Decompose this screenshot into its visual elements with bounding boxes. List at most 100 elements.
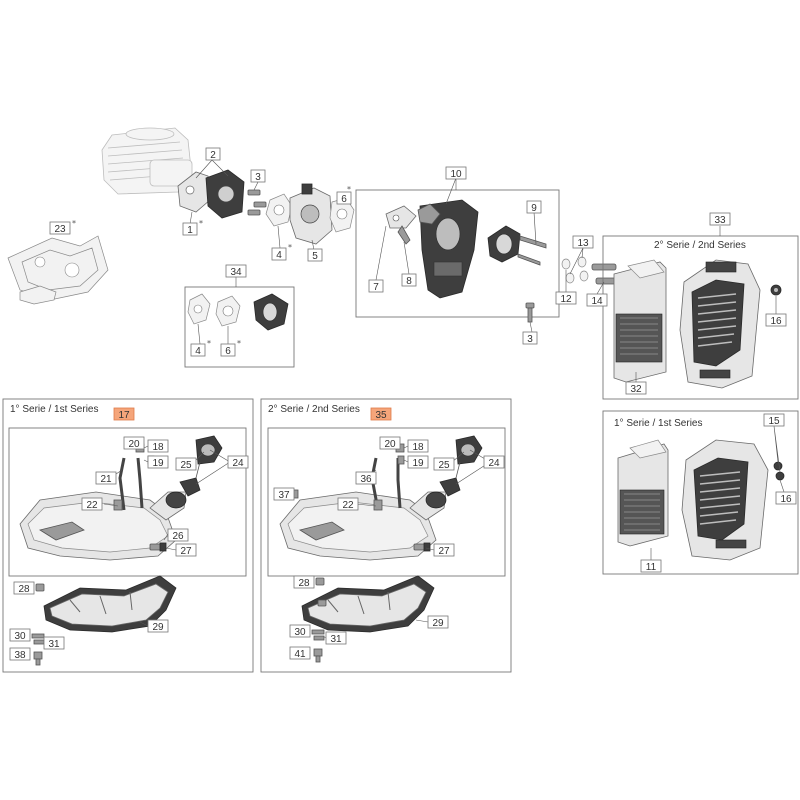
callout-31-second: 31 xyxy=(330,634,342,645)
small-parts-first xyxy=(31,583,45,666)
callout-27-first: 27 xyxy=(180,546,192,557)
series-title-first-cover: 1° Serie / 1st Series xyxy=(614,418,702,429)
callout-15: 15 xyxy=(768,416,780,427)
callout-16-lower: 16 xyxy=(780,494,792,505)
asterisk-6-lower: * xyxy=(237,339,241,348)
callout-11: 11 xyxy=(646,562,657,573)
callout-21: 21 xyxy=(100,474,112,485)
callout-37: 37 xyxy=(278,490,290,501)
group-frame-17 xyxy=(8,427,247,577)
washers-and-bolts xyxy=(561,256,619,285)
callout-41: 41 xyxy=(294,649,306,660)
callout-2: 2 xyxy=(210,150,216,161)
callout-31-first: 31 xyxy=(48,639,60,650)
callout-28-second: 28 xyxy=(298,578,310,589)
callout-5: 5 xyxy=(312,251,318,262)
muffler-35 xyxy=(279,491,447,561)
group-frame-34 xyxy=(184,286,295,368)
callout-22-second: 22 xyxy=(342,500,354,511)
air-filter-11 xyxy=(617,439,669,547)
choke-lever xyxy=(385,205,417,245)
callout-7: 7 xyxy=(373,282,379,293)
callout-6-lower: 6 xyxy=(225,346,231,357)
callout-25-first: 25 xyxy=(180,460,192,471)
callout-12: 12 xyxy=(560,294,572,305)
intake-flange xyxy=(177,169,245,219)
filter-cover-33 xyxy=(679,259,761,389)
filter-seal xyxy=(487,225,547,266)
asterisk-23: * xyxy=(72,219,76,228)
callout-36: 36 xyxy=(360,474,372,485)
group-frame-10 xyxy=(355,189,560,318)
group-frame-33 xyxy=(602,235,799,400)
engine-cylinder-ghost xyxy=(101,127,193,195)
series-title-first-muffler: 1° Serie / 1st Series xyxy=(10,404,98,415)
callout-27-second: 27 xyxy=(438,546,450,557)
callout-9: 9 xyxy=(531,203,537,214)
spark-arrestor-second xyxy=(439,435,483,497)
leader-lines xyxy=(43,159,785,644)
callout-38: 38 xyxy=(14,650,26,661)
spark-arrestor-first xyxy=(179,435,223,497)
callout-8: 8 xyxy=(406,276,412,287)
screw-set-3 xyxy=(247,189,267,216)
callout-4-lower: 4 xyxy=(195,346,201,357)
knob-16-top xyxy=(770,284,782,296)
callout-18-first: 18 xyxy=(152,442,164,453)
group-frame-first-series-muffler xyxy=(2,398,254,673)
callout-32: 32 xyxy=(630,384,642,395)
callout-1: 1 xyxy=(187,225,193,236)
series-title-second-cover: 2° Serie / 2nd Series xyxy=(654,240,746,251)
callout-labels: 2 1 * 3 4 * 5 6 * 23 * 10 9 7 8 3 34 4 *… xyxy=(9,147,797,661)
callout-19-second: 19 xyxy=(412,458,424,469)
callout-33: 33 xyxy=(714,215,726,226)
callout-4-top: 4 xyxy=(276,250,282,261)
callout-14: 14 xyxy=(591,296,603,307)
callout-29-first: 29 xyxy=(152,622,164,633)
callout-26: 26 xyxy=(172,531,184,542)
callout-23: 23 xyxy=(54,224,66,235)
air-filter-32 xyxy=(613,259,667,383)
muffler-guard-first xyxy=(43,575,177,633)
muffler-17 xyxy=(19,491,187,561)
callout-25-second: 25 xyxy=(438,460,450,471)
small-parts-second xyxy=(311,577,327,663)
callout-20-second: 20 xyxy=(384,439,396,450)
callout-13: 13 xyxy=(577,238,589,249)
asterisk-4-lower: * xyxy=(207,339,211,348)
callout-30-second: 30 xyxy=(294,627,306,638)
callout-29-second: 29 xyxy=(432,618,444,629)
callout-17: 17 xyxy=(118,410,130,421)
asterisk-1: * xyxy=(199,219,203,228)
callout-28-first: 28 xyxy=(18,584,30,595)
series-title-second-muffler: 2° Serie / 2nd Series xyxy=(268,404,360,415)
screw-27-first xyxy=(149,542,167,552)
callout-16-top: 16 xyxy=(770,316,782,327)
callout-24-first: 24 xyxy=(232,458,244,469)
gasket-kit-34 xyxy=(187,293,289,331)
callout-6-top: 6 xyxy=(341,194,347,205)
callout-20-first: 20 xyxy=(128,439,140,450)
callout-10: 10 xyxy=(450,169,462,180)
callout-3-top: 3 xyxy=(255,172,261,183)
callout-22-first: 22 xyxy=(86,500,98,511)
callout-3-lower: 3 xyxy=(527,334,533,345)
air-box-plate xyxy=(417,199,479,299)
callout-34: 34 xyxy=(230,267,242,278)
asterisk-4-top: * xyxy=(288,243,292,252)
gasket-kit-23 xyxy=(7,235,109,305)
callout-19-first: 19 xyxy=(152,458,164,469)
callout-30-first: 30 xyxy=(14,631,26,642)
group-frame-second-series-muffler xyxy=(260,398,512,673)
callout-18-second: 18 xyxy=(412,442,424,453)
asterisk-6-top: * xyxy=(347,185,351,194)
group-frame-35 xyxy=(267,427,506,577)
carburetor-assembly xyxy=(265,183,355,245)
callout-35: 35 xyxy=(375,410,387,421)
group-frame-first-series-cover xyxy=(602,410,799,575)
screw-3-lower xyxy=(525,302,535,323)
muffler-guard-second xyxy=(301,575,435,633)
screw-27-second xyxy=(413,542,431,552)
callout-24-second: 24 xyxy=(488,458,500,469)
